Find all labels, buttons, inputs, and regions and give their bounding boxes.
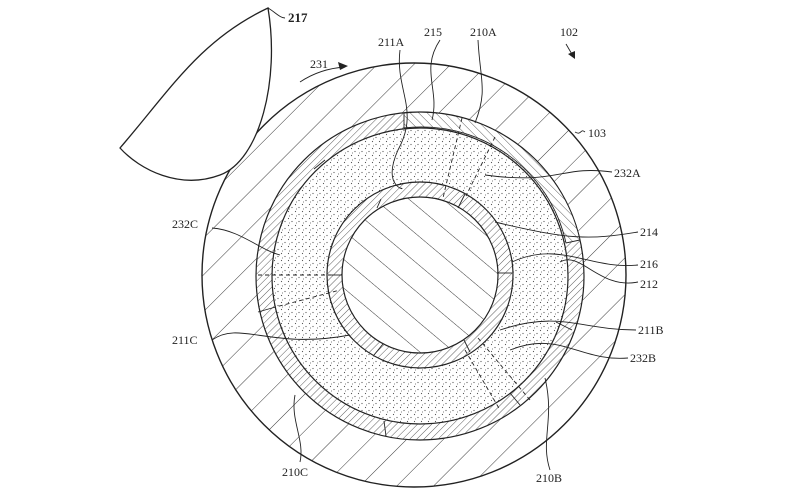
label-232B: 232B — [630, 351, 656, 365]
label-211C: 211C — [172, 333, 198, 347]
label-212: 212 — [640, 277, 658, 291]
label-102: 102 — [560, 25, 578, 39]
label-217: 217 — [288, 10, 308, 25]
label-210A: 210A — [470, 25, 497, 39]
label-232C: 232C — [172, 217, 198, 231]
label-216: 216 — [640, 257, 658, 271]
roller-217 — [119, 7, 273, 181]
label-210B: 210B — [536, 471, 562, 485]
label-210C: 210C — [282, 465, 308, 479]
segment-210A — [403, 111, 581, 244]
core-shaft — [342, 197, 498, 353]
rotation-arrow-icon — [338, 62, 348, 70]
reference-arrow-icon — [568, 51, 575, 59]
label-231: 231 — [310, 57, 328, 71]
label-211A: 211A — [378, 35, 405, 49]
label-211B: 211B — [638, 323, 664, 337]
label-232A: 232A — [614, 166, 641, 180]
label-214: 214 — [640, 225, 658, 239]
label-103: 103 — [588, 126, 606, 140]
label-215: 215 — [424, 25, 442, 39]
